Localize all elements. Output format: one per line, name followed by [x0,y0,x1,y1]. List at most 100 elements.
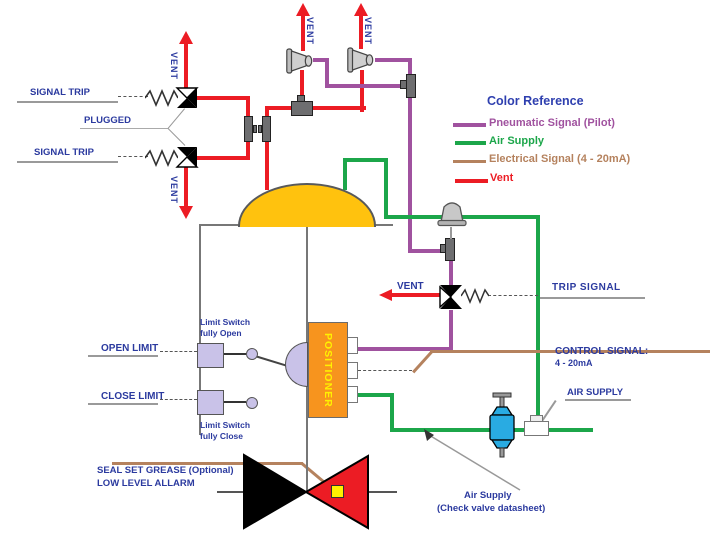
electric-line-slant [412,349,434,374]
actuator-dome [238,183,376,227]
electric-line-alarm [112,462,303,465]
trip-valve-bottom-icon [175,147,199,168]
pilot-pipe-valve-down [449,310,453,351]
vent-arrow-down-left-head [179,206,193,219]
positioner-label: POSITIONER [322,332,334,408]
positioner-body: POSITIONER [308,322,348,418]
check-valve-filter-icon [489,392,515,458]
coupling-left-nub [253,125,257,133]
vent-arrow-down-left-shaft [184,164,188,208]
spring-trip-valve [461,288,489,304]
air-pipe-port-down [390,393,394,432]
air-supply-label: AIR SUPPLY [567,387,624,398]
valve-stub-left [217,491,244,493]
air-pipe-port-out [357,393,394,397]
solenoid-bell-icon [437,202,467,227]
signal-trip-bottom-underline [17,161,118,163]
pilot-pipe-valve-feed [449,260,453,285]
vent-arrow-trip-head [379,289,392,301]
air-supply-underline [565,399,631,401]
open-limit-underline [88,355,158,357]
vent-label-downleft: VENT [169,176,179,205]
close-limit-label: CLOSE LIMIT [101,391,165,402]
vent-pipe-header [265,106,366,110]
vent-pipe-riser-top [265,106,269,119]
vent-pipe-horn2-riser [360,70,364,112]
exhaust-horn1-icon [286,48,313,74]
pilot-pipe-to-fitting [408,249,443,253]
limit-switch-open-box [197,343,224,368]
vent-label-upleft: VENT [169,52,179,81]
pilot-pipe-main-drop [408,96,412,253]
coupling-right [262,116,271,142]
legend-swatch-air [455,141,486,145]
vent-arrow-up-left-head [179,31,193,44]
vent-pipe-valve1-out [197,96,250,100]
pilot-fitting [406,74,416,98]
check-valve-leader [424,429,521,491]
pilot-pipe-to-positioner [355,347,453,351]
coupling-left [244,116,253,142]
air-pipe-dome-up [343,158,347,190]
signal-trip-top-underline [17,101,118,103]
limit-switch-open-label: Limit Switch fully Open [200,317,251,338]
plugged-leader-down [167,128,186,146]
air-supply-note1: Air Supply [464,490,512,501]
tee-fitting [291,101,313,116]
exhaust-horn2-icon [347,47,374,73]
legend-label-pneumatic: Pneumatic Signal (Pilot) [489,117,615,129]
air-supply-note2: (Check valve datasheet) [437,503,546,514]
stem-cam [285,342,308,387]
plugged-label: PLUGGED [84,115,131,126]
trip-valve-main-icon [439,285,462,309]
signal-trip-top-dash [118,96,148,97]
electric-line-control [430,350,710,353]
legend-label-air: Air Supply [489,135,545,147]
vent-arrow-trip-shaft [392,293,440,297]
plugged-leader-up [167,108,186,129]
limit-switch-close-box [197,390,224,415]
vent-label-mid2: VENT [363,17,373,46]
pilot-pipe-h1 [325,84,408,88]
trip-signal-label: TRIP SIGNAL [552,282,621,293]
legend-swatch-pneumatic [453,123,486,127]
vent-pipe-drop2 [246,138,250,160]
open-limit-label: OPEN LIMIT [101,343,159,354]
supply-tee-fitting [524,421,549,436]
vent-pipe-valve2-out [197,156,250,160]
control-signal-text: CONTROL SIGNAL: [555,345,649,357]
spring-signal-trip-bottom [145,149,178,167]
limit-switch-close-roller [246,397,258,409]
main-valve-icon [243,453,369,530]
plugged-leader [80,128,168,130]
air-pipe-riser [536,215,540,427]
trip-signal-dash [488,295,538,296]
vent-pipe-horn1-riser [300,70,304,110]
positioner-dashed-signal [358,370,412,371]
seal-set-grease-label: SEAL SET GREASE (Optional) [97,465,234,476]
legend-label-vent: Vent [490,172,514,184]
close-limit-underline [88,403,158,405]
legend-title: Color Reference [487,94,584,108]
switch1-arm [223,353,246,355]
open-limit-dash [160,351,197,352]
air-pipe-h1 [343,158,388,162]
yoke-left-line [199,224,201,435]
control-signal-value: 4 - 20mA [555,358,593,368]
vent-arrow-up-mid2-head [354,3,368,16]
close-limit-dash [160,399,197,400]
pilot-pipe-elbow1 [325,58,329,88]
signal-trip-top-label: SIGNAL TRIP [30,87,90,98]
vent-arrow-up-mid1-head [296,3,310,16]
signal-trip-bottom-dash [118,156,148,157]
pilot-pipe-horn1-out [313,58,329,62]
trip-valve-top-icon [175,87,199,108]
positioner-port-bottom [347,386,358,403]
control-signal-label: CONTROL SIGNAL: 4 - 20mA [555,333,648,371]
valve-stub-right [368,491,397,493]
air-pipe-down1 [384,158,388,219]
vent-arrow-up-mid2-shaft [359,15,363,49]
legend-label-electrical: Electrical Signal (4 - 20mA) [489,153,631,165]
air-supply-leader [541,400,557,422]
